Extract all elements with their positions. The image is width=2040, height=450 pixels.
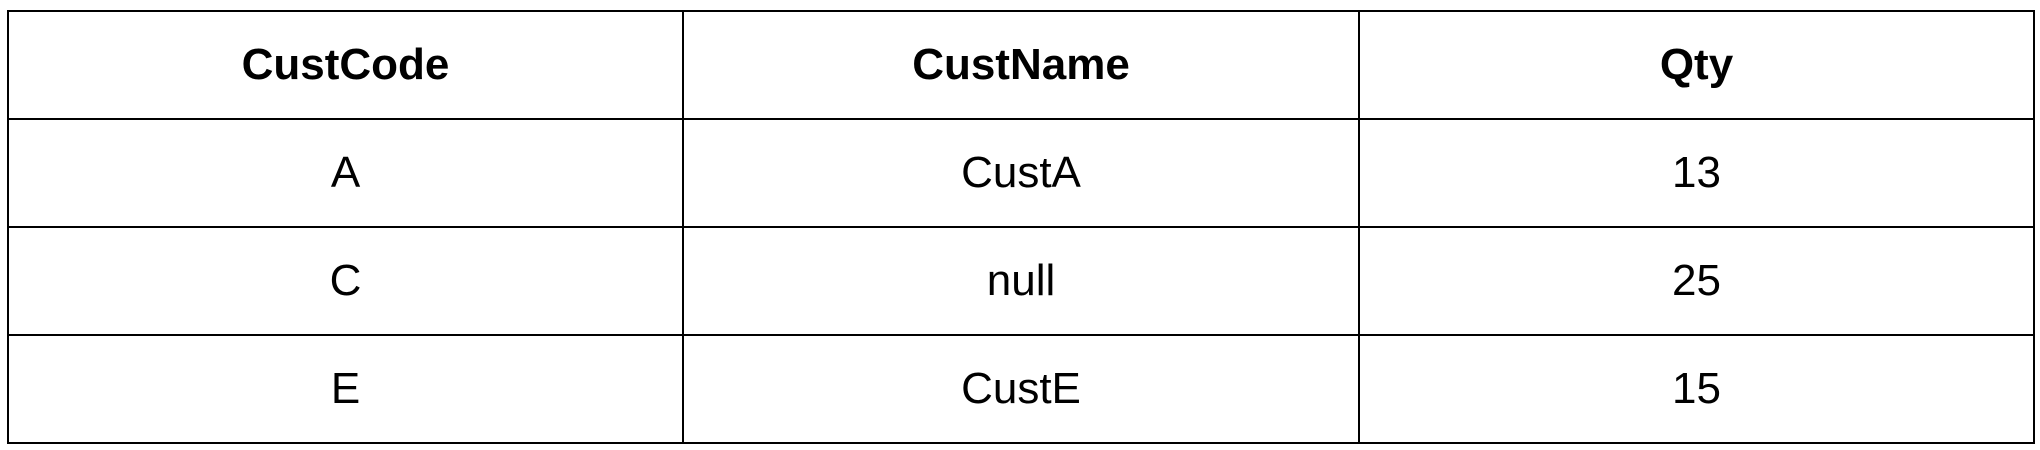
cell-custname: CustA bbox=[682, 118, 1360, 228]
cell-custcode: C bbox=[7, 226, 684, 336]
table-row: A CustA 13 bbox=[7, 118, 2035, 228]
cell-custcode: A bbox=[7, 118, 684, 228]
header-custcode: CustCode bbox=[7, 10, 684, 120]
header-row: CustCode CustName Qty bbox=[7, 10, 2035, 120]
customer-table: CustCode CustName Qty A CustA 13 C null … bbox=[7, 10, 2035, 444]
cell-custname: null bbox=[682, 226, 1360, 336]
cell-custname: CustE bbox=[682, 334, 1360, 444]
header-qty: Qty bbox=[1358, 10, 2035, 120]
cell-qty: 13 bbox=[1358, 118, 2035, 228]
cell-custcode: E bbox=[7, 334, 684, 444]
cell-qty: 15 bbox=[1358, 334, 2035, 444]
table-row: C null 25 bbox=[7, 226, 2035, 336]
table-row: E CustE 15 bbox=[7, 334, 2035, 444]
header-custname: CustName bbox=[682, 10, 1360, 120]
cell-qty: 25 bbox=[1358, 226, 2035, 336]
